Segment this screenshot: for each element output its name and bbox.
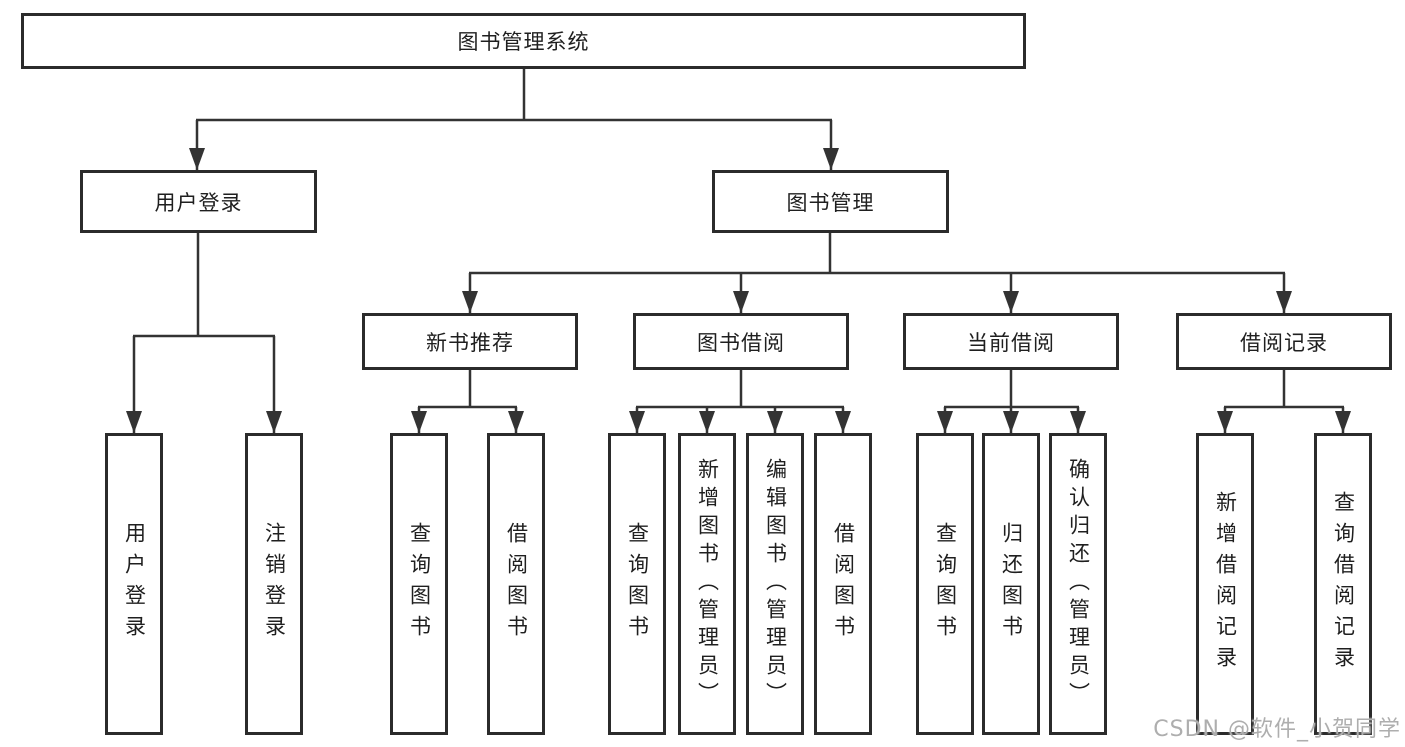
leaf-bb-borrow-books: 借阅图书 [814, 433, 872, 735]
leaf-logout-login-label: 注销登录 [262, 522, 287, 646]
leaf-bb-edit-books: 编辑图书（管理员） [746, 433, 804, 735]
node-root-label: 图书管理系统 [457, 30, 590, 54]
leaf-cb-return-books: 归还图书 [982, 433, 1040, 735]
leaf-br-query-record: 查询借阅记录 [1314, 433, 1372, 735]
leaf-bb-query-books: 查询图书 [608, 433, 666, 735]
leaf-nb-borrow-books-label: 借阅图书 [504, 522, 529, 646]
leaf-nb-query-books-label: 查询图书 [407, 522, 432, 646]
node-user-login-label: 用户登录 [154, 190, 243, 215]
leaf-bb-add-books-label: 新增图书（管理员） [695, 458, 720, 710]
leaf-bb-borrow-books-label: 借阅图书 [831, 522, 856, 646]
leaf-user-login-label: 用户登录 [122, 522, 147, 646]
leaf-cb-query-books-label: 查询图书 [933, 522, 958, 646]
node-book-borrowing: 图书借阅 [633, 313, 849, 370]
leaf-nb-query-books: 查询图书 [390, 433, 448, 735]
node-book-management-label: 图书管理 [786, 190, 875, 215]
node-borrowing-records-label: 借阅记录 [1240, 330, 1328, 355]
leaf-logout-login: 注销登录 [245, 433, 303, 735]
node-new-book-recommend: 新书推荐 [362, 313, 578, 370]
node-current-borrowing-label: 当前借阅 [967, 330, 1055, 355]
leaf-cb-query-books: 查询图书 [916, 433, 974, 735]
leaf-br-add-record-label: 新增借阅记录 [1213, 491, 1238, 677]
leaf-cb-confirm-return: 确认归还（管理员） [1049, 433, 1107, 735]
node-user-login: 用户登录 [80, 170, 317, 233]
leaf-nb-borrow-books: 借阅图书 [487, 433, 545, 735]
node-root: 图书管理系统 [21, 13, 1026, 69]
leaf-cb-return-books-label: 归还图书 [999, 522, 1024, 646]
leaf-bb-edit-books-label: 编辑图书（管理员） [763, 458, 788, 710]
leaf-br-add-record: 新增借阅记录 [1196, 433, 1254, 735]
node-new-book-recommend-label: 新书推荐 [426, 330, 514, 355]
node-book-borrowing-label: 图书借阅 [697, 330, 785, 355]
leaf-br-query-record-label: 查询借阅记录 [1331, 491, 1356, 677]
leaf-bb-add-books: 新增图书（管理员） [678, 433, 736, 735]
csdn-watermark: CSDN @软件_小贺同学 [1153, 717, 1401, 742]
leaf-bb-query-books-label: 查询图书 [625, 522, 650, 646]
leaf-user-login: 用户登录 [105, 433, 163, 735]
node-book-management: 图书管理 [712, 170, 949, 233]
node-borrowing-records: 借阅记录 [1176, 313, 1392, 370]
node-current-borrowing: 当前借阅 [903, 313, 1119, 370]
leaf-cb-confirm-return-label: 确认归还（管理员） [1066, 458, 1091, 710]
